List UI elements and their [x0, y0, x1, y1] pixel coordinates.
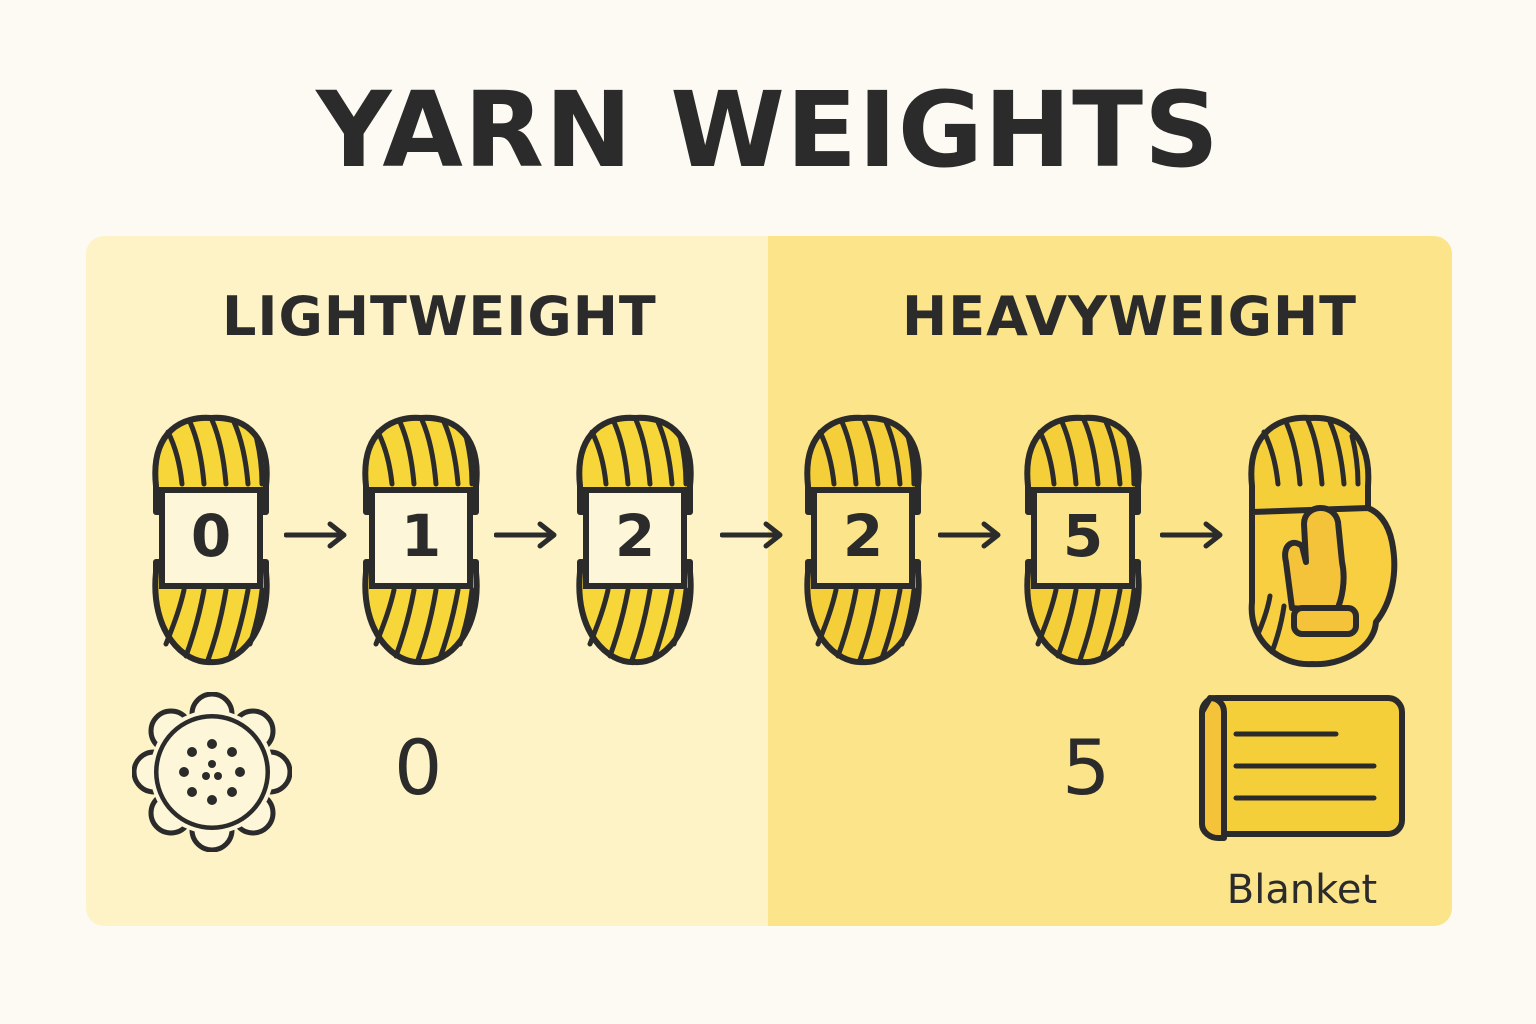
page-title: YARN WEIGHTS — [316, 69, 1220, 191]
blanket-icon — [1199, 695, 1405, 841]
skein-label: 0 — [190, 502, 232, 570]
skein-label: 1 — [400, 502, 442, 570]
mitten-icon — [1282, 505, 1359, 637]
skein-label: 2 — [842, 502, 884, 570]
doily-icon — [132, 692, 292, 852]
yarn-skein-icon: 2 — [798, 412, 928, 668]
yarn-skein-icon: 5 — [1018, 412, 1148, 668]
yarn-skein-icon: 2 — [570, 412, 700, 668]
arrow-right-icon — [284, 521, 347, 549]
blanket-label: Blanket — [1226, 867, 1378, 913]
light-weight-number: 0 — [394, 723, 443, 812]
arrow-right-icon — [1160, 521, 1223, 549]
arrow-right-icon — [720, 521, 783, 549]
yarn-skein-icon: 0 — [146, 412, 276, 668]
skein-label: 5 — [1062, 502, 1104, 570]
yarn-skein-mitten-icon — [1242, 412, 1402, 668]
skein-label: 2 — [614, 502, 656, 570]
heavy-weight-number: 5 — [1062, 723, 1111, 812]
arrow-right-icon — [494, 521, 557, 549]
yarn-skein-icon: 1 — [356, 412, 486, 668]
lightweight-heading: LIGHTWEIGHT — [222, 285, 657, 348]
arrow-right-icon — [938, 521, 1001, 549]
heavyweight-heading: HEAVYWEIGHT — [902, 285, 1357, 348]
